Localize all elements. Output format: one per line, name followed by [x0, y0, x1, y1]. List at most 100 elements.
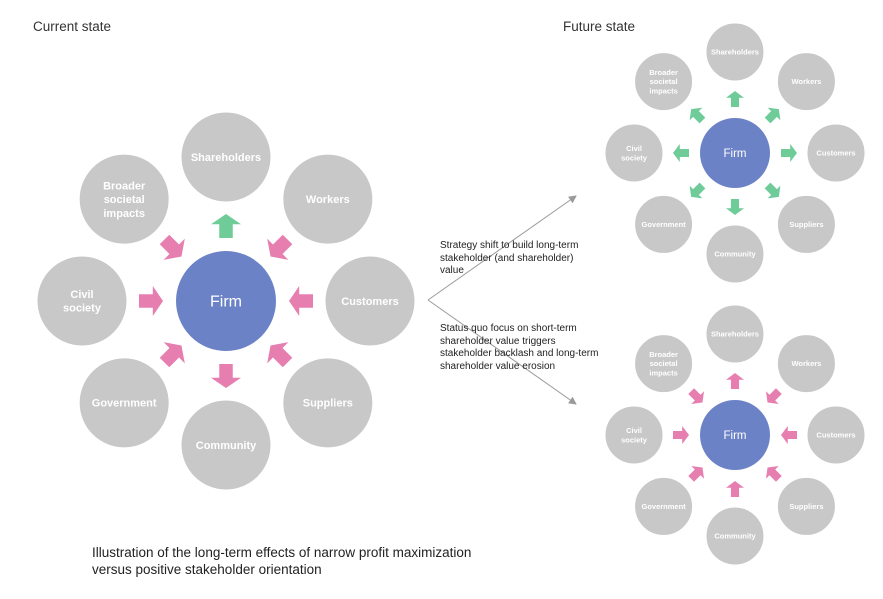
node-customers: Customers	[804, 403, 868, 467]
node-suppliers: Suppliers	[774, 192, 838, 256]
inward-pink-arrow-civil-society	[673, 426, 689, 444]
node-circle	[703, 302, 767, 366]
node-circle	[774, 474, 838, 538]
node-workers: Workers	[774, 50, 838, 114]
firm-label: Firm	[724, 148, 747, 160]
outward-green-arrow-shareholders	[211, 214, 241, 238]
node-customers: Customers	[322, 253, 418, 349]
node-circle	[774, 50, 838, 114]
node-circle	[322, 253, 418, 349]
outward-green-arrow-customers	[781, 144, 797, 162]
node-label: Workers	[306, 194, 350, 206]
figure-caption: Illustration of the long-term effects of…	[92, 545, 472, 577]
node-suppliers: Suppliers	[280, 355, 376, 451]
future-state-title: Future state	[563, 19, 636, 34]
inward-pink-arrow-workers	[267, 234, 293, 260]
node-circle	[602, 121, 666, 185]
inward-pink-arrow-broader-societal-impacts	[688, 388, 705, 405]
node-circle	[703, 222, 767, 286]
node-circle	[703, 20, 767, 84]
node-community: Community	[178, 397, 274, 493]
outward-pink-arrow-shareholders	[726, 373, 744, 389]
future-top-diagram: ShareholdersWorkersCustomersSuppliersCom…	[602, 20, 868, 286]
node-label: Community	[196, 440, 257, 452]
future-bottom-diagram: ShareholdersWorkersCustomersSuppliersCom…	[602, 302, 868, 568]
inward-pink-arrow-suppliers	[765, 465, 782, 482]
node-circle	[804, 121, 868, 185]
node-label: Suppliers	[789, 502, 823, 511]
firm-node: Firm	[700, 118, 770, 188]
node-government: Government	[632, 192, 696, 256]
outward-green-arrow-workers	[764, 107, 781, 124]
node-label: Shareholders	[711, 330, 759, 339]
node-circle	[703, 504, 767, 568]
outward-green-arrow-civil-society	[673, 144, 689, 162]
node-shareholders: Shareholders	[703, 20, 767, 84]
firm-node: Firm	[176, 251, 276, 351]
outward-pink-arrow-community	[211, 364, 241, 388]
node-label: Government	[641, 220, 686, 229]
outward-green-arrow-community	[726, 199, 744, 215]
outward-green-arrow-government	[689, 182, 706, 199]
node-workers: Workers	[774, 332, 838, 396]
node-label: Workers	[791, 359, 821, 368]
node-customers: Customers	[804, 121, 868, 185]
firm-circle	[700, 118, 770, 188]
node-circle	[280, 355, 376, 451]
connector-to-future-top	[427, 195, 577, 301]
node-circle	[632, 50, 696, 114]
firm-node: Firm	[700, 400, 770, 470]
outward-green-arrow-suppliers	[764, 182, 781, 199]
inward-pink-arrow-customers	[781, 426, 797, 444]
node-circle	[774, 332, 838, 396]
node-circle	[76, 355, 172, 451]
inward-pink-arrow-government	[688, 465, 705, 482]
node-circle	[774, 192, 838, 256]
inward-pink-arrow-customers	[289, 286, 313, 316]
node-label: Shareholders	[711, 48, 759, 57]
firm-label: Firm	[210, 294, 242, 311]
node-community: Community	[703, 222, 767, 286]
firm-label: Firm	[724, 430, 747, 442]
node-workers: Workers	[280, 151, 376, 247]
node-label: Shareholders	[191, 152, 261, 164]
inward-pink-arrow-government	[159, 342, 185, 368]
strategy-shift-annotation: Strategy shift to build long-term stakeh…	[440, 240, 579, 276]
node-label: Suppliers	[789, 220, 823, 229]
firm-circle	[176, 251, 276, 351]
firm-circle	[700, 400, 770, 470]
current-state-title: Current state	[33, 19, 112, 34]
node-label: Community	[714, 250, 756, 259]
node-shareholders: Shareholders	[178, 109, 274, 205]
node-label: Community	[714, 532, 756, 541]
node-shareholders: Shareholders	[703, 302, 767, 366]
node-circle	[602, 403, 666, 467]
node-circle	[178, 109, 274, 205]
outward-green-arrow-shareholders	[726, 91, 744, 107]
node-label: Workers	[791, 77, 821, 86]
node-label: Government	[641, 502, 686, 511]
node-circle	[76, 151, 172, 247]
node-circle	[632, 192, 696, 256]
inward-pink-arrow-civil-society	[139, 286, 163, 316]
inward-pink-arrow-community	[726, 481, 744, 497]
node-government: Government	[632, 474, 696, 538]
connector-to-future-bottom	[427, 299, 577, 405]
node-label: Suppliers	[303, 398, 353, 410]
node-circle	[632, 474, 696, 538]
node-circle	[178, 397, 274, 493]
node-label: Customers	[816, 431, 855, 440]
inward-pink-arrow-broader-societal-impacts	[159, 234, 185, 260]
